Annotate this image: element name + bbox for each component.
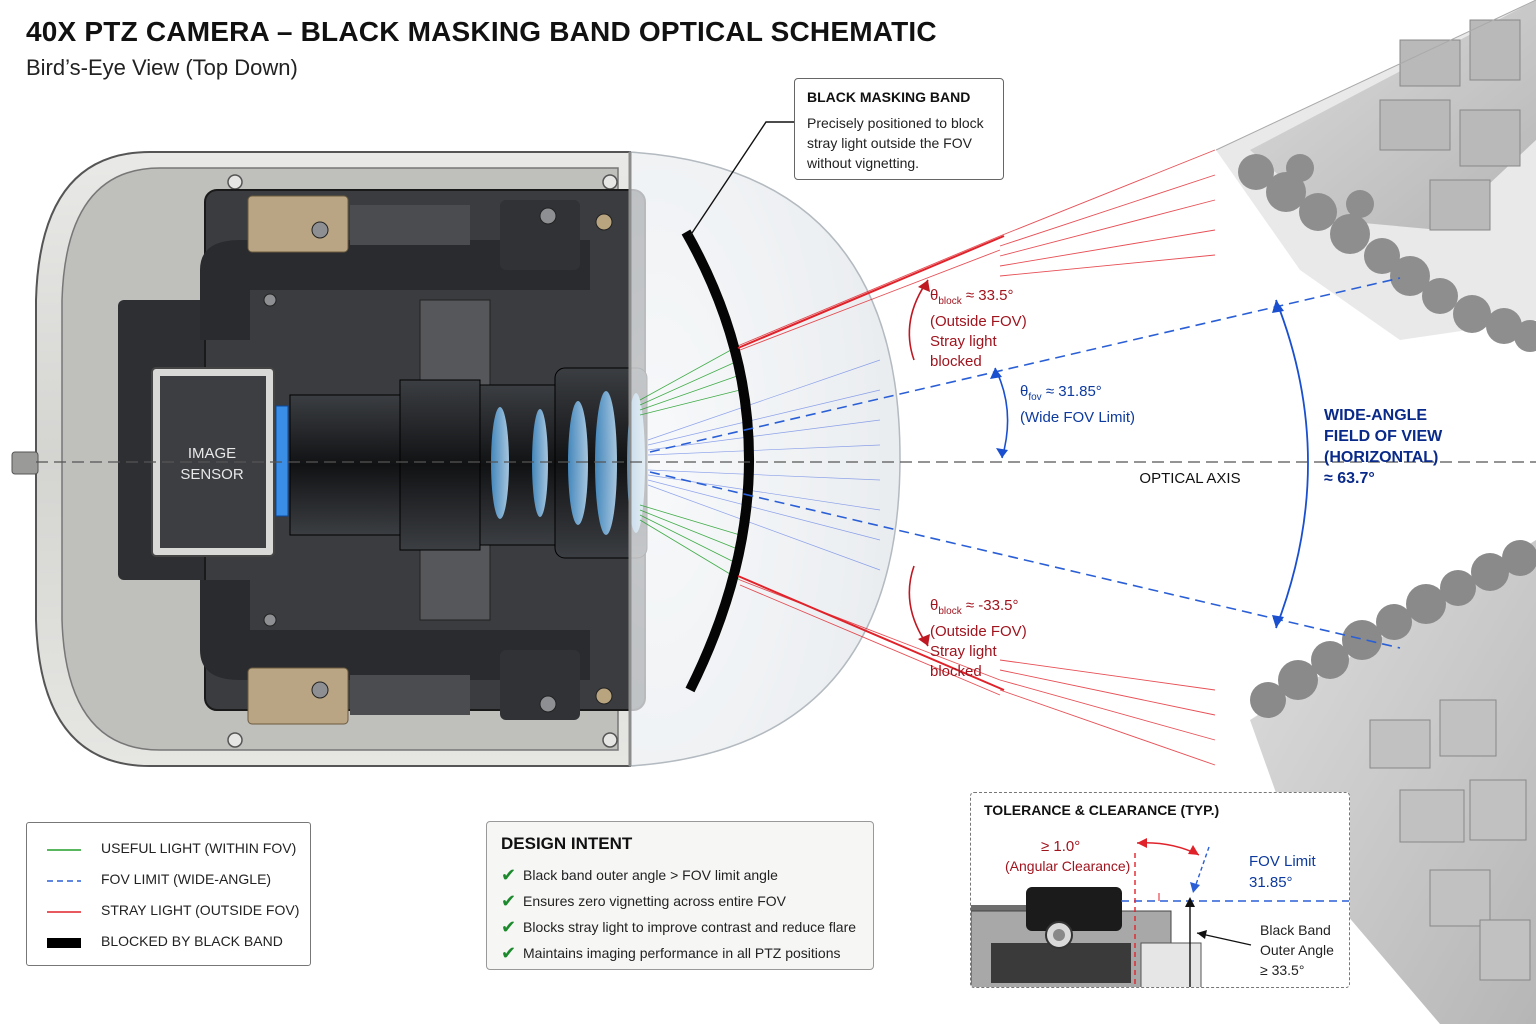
callout-line: without vignetting. <box>807 155 920 171</box>
design-intent-panel: DESIGN INTENT ✔ Black band outer angle > … <box>486 821 874 970</box>
legend-swatch-fov <box>47 880 81 882</box>
wide-angle-line: WIDE-ANGLE <box>1324 407 1428 424</box>
callout-leader <box>689 121 794 237</box>
block-angle-arc-lower <box>908 565 929 647</box>
callout-line: stray light outside the FOV <box>807 135 972 151</box>
block-angle-label-lower: θblock ≈ -33.5° (Outside FOV) Stray ligh… <box>930 596 1027 682</box>
image-sensor: IMAGE SENSOR <box>151 367 289 557</box>
useful-light-rays <box>639 344 741 581</box>
legend-label: FOV LIMIT (WIDE-ANGLE) <box>101 871 272 887</box>
legend-item-stray: STRAY LIGHT (OUTSIDE FOV) <box>27 899 310 923</box>
band-angle-line2: Outer Angle <box>1260 942 1334 958</box>
checkmark-icon: ✔ <box>501 890 517 911</box>
checkmark-icon: ✔ <box>501 864 517 885</box>
tolerance-drawing <box>971 838 1349 987</box>
angle-note: Stray light <box>930 333 997 350</box>
angle-note: (Outside FOV) <box>930 623 1027 640</box>
page-subtitle: Bird’s-Eye View (Top Down) <box>26 55 298 80</box>
design-intent-text: Maintains imaging performance in all PTZ… <box>523 945 841 961</box>
within-fov-rays <box>647 359 881 571</box>
angle-note: blocked <box>930 353 982 370</box>
scene-city-view <box>1215 0 1536 1024</box>
sensor-label-line1: IMAGE <box>188 445 236 462</box>
theta-subscript: block <box>938 606 962 617</box>
legend-item-fov: FOV LIMIT (WIDE-ANGLE) <box>27 868 310 892</box>
legend-swatch-blocked <box>47 938 81 948</box>
legend-swatch-useful <box>47 849 81 851</box>
design-intent-item: ✔ Blocks stray light to improve contrast … <box>501 914 859 940</box>
legend-item-blocked: BLOCKED BY BLACK BAND <box>27 930 310 954</box>
angle-value: ≈ 31.85° <box>1045 383 1102 400</box>
black-masking-band <box>681 229 754 693</box>
fov-limit-inset-line1: FOV Limit <box>1249 853 1316 870</box>
design-intent-text: Blocks stray light to improve contrast a… <box>523 919 857 935</box>
theta-symbol: θ <box>1020 383 1029 400</box>
legend: USEFUL LIGHT (WITHIN FOV) FOV LIMIT (WID… <box>26 822 311 966</box>
callout-body: Precisely positioned to block stray ligh… <box>807 113 991 173</box>
theta-symbol: θ <box>930 287 939 304</box>
callout-line: Precisely positioned to block <box>807 115 984 131</box>
angle-note: Stray light <box>930 643 997 660</box>
wide-angle-fov-label: WIDE-ANGLE FIELD OF VIEW (HORIZONTAL) ≈ … <box>1324 405 1442 489</box>
block-line-upper <box>737 235 1005 349</box>
design-intent-item: ✔ Maintains imaging performance in all PT… <box>501 940 859 966</box>
fov-angle-arc <box>994 367 1009 459</box>
masking-band-callout: BLACK MASKING BAND Precisely positioned … <box>794 78 1004 180</box>
angle-note: (Outside FOV) <box>930 313 1027 330</box>
block-angle-arc-upper <box>908 279 929 361</box>
checkmark-icon: ✔ <box>501 916 517 937</box>
wide-angle-arc <box>1275 299 1309 629</box>
clearance-value: ≥ 1.0° <box>1041 838 1081 855</box>
clearance-label: (Angular Clearance) <box>1005 858 1131 874</box>
block-line-lower <box>737 575 1005 691</box>
theta-subscript: block <box>938 296 962 307</box>
band-angle-line1: Black Band <box>1260 922 1331 938</box>
front-dome <box>628 151 901 767</box>
legend-label: USEFUL LIGHT (WITHIN FOV) <box>101 840 297 856</box>
design-intent-heading: DESIGN INTENT <box>501 834 633 853</box>
checkmark-icon: ✔ <box>501 942 517 963</box>
design-intent-text: Black band outer angle > FOV limit angle <box>523 867 778 883</box>
angle-note: (Wide FOV Limit) <box>1020 409 1136 426</box>
wide-angle-line: ≈ 63.7° <box>1324 470 1375 487</box>
block-angle-label-upper: θblock ≈ 33.5° (Outside FOV) Stray light… <box>930 286 1027 372</box>
tolerance-inset: TOLERANCE & CLEARANCE (TYP.) ≥ 1.0° (Ang… <box>970 792 1350 988</box>
wide-angle-line: FIELD OF VIEW <box>1324 428 1443 445</box>
theta-subscript: fov <box>1028 392 1042 403</box>
wide-angle-line: (HORIZONTAL) <box>1324 449 1439 466</box>
page-title: 40X PTZ CAMERA – BLACK MASKING BAND OPTI… <box>26 16 937 47</box>
fov-limit-inset-line2: 31.85° <box>1249 874 1293 891</box>
design-intent-item: ✔ Ensures zero vignetting across entire F… <box>501 888 859 914</box>
legend-label: BLOCKED BY BLACK BAND <box>101 933 283 949</box>
tolerance-heading: TOLERANCE & CLEARANCE (TYP.) <box>984 802 1220 818</box>
lens-assembly <box>289 367 648 559</box>
legend-label: STRAY LIGHT (OUTSIDE FOV) <box>101 902 300 918</box>
legend-item-useful: USEFUL LIGHT (WITHIN FOV) <box>27 837 310 861</box>
callout-heading: BLACK MASKING BAND <box>807 89 971 105</box>
angle-note: blocked <box>930 663 982 680</box>
fov-angle-label: θfov ≈ 31.85° (Wide FOV Limit) <box>1020 382 1135 428</box>
band-angle-line3: ≥ 33.5° <box>1260 962 1305 978</box>
design-intent-item: ✔ Black band outer angle > FOV limit angl… <box>501 862 859 888</box>
stray-light-rays <box>739 149 1216 766</box>
optical-axis-label: OPTICAL AXIS <box>1139 470 1240 487</box>
design-intent-text: Ensures zero vignetting across entire FO… <box>523 893 787 909</box>
angle-value: ≈ 33.5° <box>965 287 1014 304</box>
angle-value: ≈ -33.5° <box>965 597 1019 614</box>
theta-symbol: θ <box>930 597 939 614</box>
legend-swatch-stray <box>47 911 81 913</box>
sensor-label-line2: SENSOR <box>180 466 244 483</box>
